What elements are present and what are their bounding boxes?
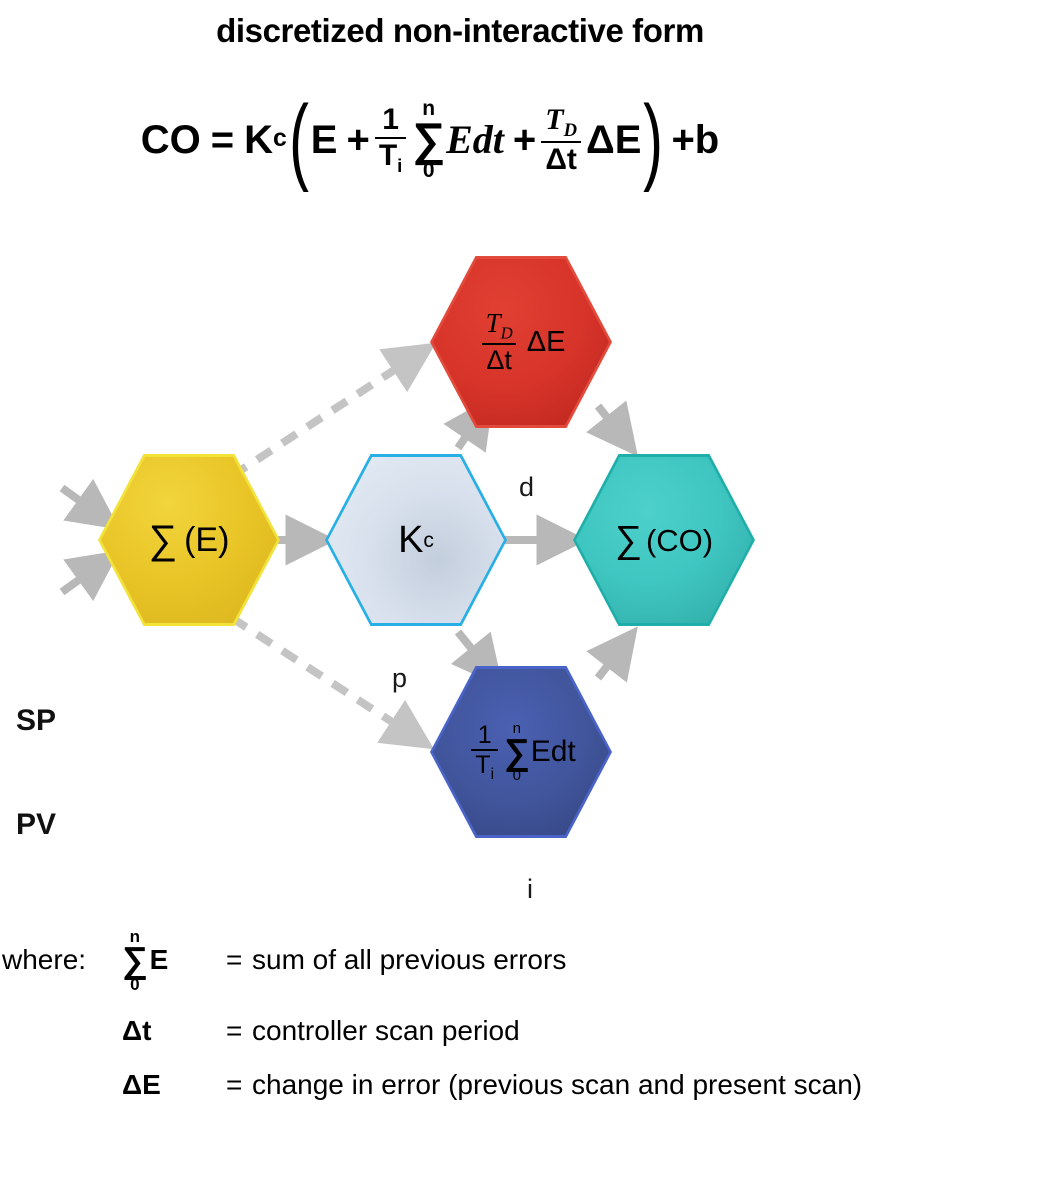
equation-inverse-ti-num: 1	[382, 103, 399, 137]
legend-equals: =	[226, 1014, 243, 1046]
legend-sigma-lower: 0	[130, 974, 140, 994]
legend-sigma: n ∑ 0	[122, 928, 148, 993]
hex-integ-sigma-upper: n	[512, 719, 522, 737]
equation-sigma-upper: n	[422, 97, 436, 120]
arrow-error-to-derivative-dashed	[229, 342, 437, 480]
equation-error-term: E	[310, 117, 338, 162]
node-caption-integral: i	[527, 874, 533, 904]
legend-row: Δt = controller scan period	[0, 1015, 1045, 1047]
equation-equals: =	[210, 117, 235, 162]
equation-summation: n ∑ 0	[412, 98, 445, 181]
equation-integrand: Edt	[446, 116, 504, 162]
legend-equals: =	[226, 1068, 243, 1100]
equation-inverse-ti-den: Ti	[374, 136, 407, 176]
input-label-pv: PV	[16, 808, 57, 841]
equation-td-num: TD	[545, 102, 578, 141]
node-caption-derivative: d	[519, 472, 535, 502]
hex-integ-den: Ti	[471, 748, 499, 783]
legend-symbol-delta-e: ΔE	[122, 1068, 161, 1100]
legend: where: n ∑ 0 E = sum of all previous err…	[0, 928, 1045, 1123]
input-label-sp: SP	[16, 704, 57, 737]
equation-bias: b	[694, 117, 720, 162]
legend-description: sum of all previous errors	[252, 944, 567, 976]
hex-gain-main: K	[398, 519, 424, 561]
legend-equals: =	[226, 944, 243, 976]
equation-td-den: Δt	[541, 141, 581, 176]
equation-gain-sub: c	[273, 125, 287, 153]
equation-delta-e: ΔE	[586, 117, 642, 162]
legend-description: controller scan period	[252, 1014, 520, 1046]
arrow-pv-to-error	[59, 550, 120, 602]
hex-integ-num: 1	[477, 720, 492, 749]
legend-sigma-upper: n	[129, 927, 141, 946]
legend-row: ΔE = change in error (previous scan and …	[0, 1069, 1045, 1101]
hex-deriv-den: Δt	[482, 343, 516, 375]
equation-open-paren: (	[288, 85, 309, 193]
arrow-integral-to-output	[586, 626, 638, 683]
arrow-sp-to-error	[59, 478, 120, 530]
equation-close-paren: )	[643, 85, 664, 193]
hexagon-integral-term[interactable]: 1 Ti n ∑ 0 Edt	[430, 666, 612, 838]
legend-symbol-delta-t: Δt	[122, 1014, 152, 1046]
equation-lhs: CO	[140, 117, 201, 162]
hex-integ-sigma-lower: 0	[512, 767, 522, 785]
node-caption-proportional: p	[392, 663, 408, 693]
hex-error-sigma: ∑	[148, 518, 178, 562]
legend-row: where: n ∑ 0 E = sum of all previous err…	[0, 928, 1045, 993]
hex-integ-integrand: Edt	[530, 734, 576, 768]
hex-deriv-tail: ΔE	[526, 325, 566, 358]
hex-integ-fraction: 1 Ti	[471, 720, 499, 783]
equation-sigma-glyph: ∑	[412, 113, 446, 165]
equation-td-over-dt: TD Δt	[541, 102, 581, 176]
equation-gain: K	[244, 117, 273, 162]
arrow-error-to-integral-dashed	[229, 614, 435, 750]
hex-deriv-num: TD	[485, 308, 513, 343]
arrow-derivative-to-output	[586, 400, 638, 457]
hex-output-body: (CO)	[645, 522, 714, 558]
equation-plus-2: +	[512, 117, 537, 162]
legend-sigma-glyph: ∑	[122, 939, 148, 980]
hex-output-sigma: ∑	[614, 519, 642, 561]
hex-integ-sigma-glyph: ∑	[504, 730, 530, 772]
equation-inverse-ti: 1 Ti	[374, 103, 407, 176]
hex-integ-summation: n ∑ 0	[504, 721, 530, 783]
page-title: discretized non-interactive form	[216, 12, 704, 49]
legend-where-label: where:	[2, 944, 87, 976]
equation-plus-3: +	[671, 117, 695, 162]
hex-error-body: (E)	[184, 521, 230, 559]
hex-gain-sub: c	[423, 528, 434, 552]
legend-symbol-sum-errors: n ∑ 0 E	[122, 928, 226, 993]
legend-description: change in error (previous scan and prese…	[252, 1068, 863, 1100]
equation-sigma-lower: 0	[422, 159, 435, 183]
equation-plus-1: +	[346, 117, 370, 162]
hex-deriv-fraction: TD Δt	[482, 308, 517, 375]
legend-sigma-tail: E	[149, 944, 169, 976]
hexagon-derivative-term[interactable]: TD Δt ΔE	[430, 256, 612, 428]
